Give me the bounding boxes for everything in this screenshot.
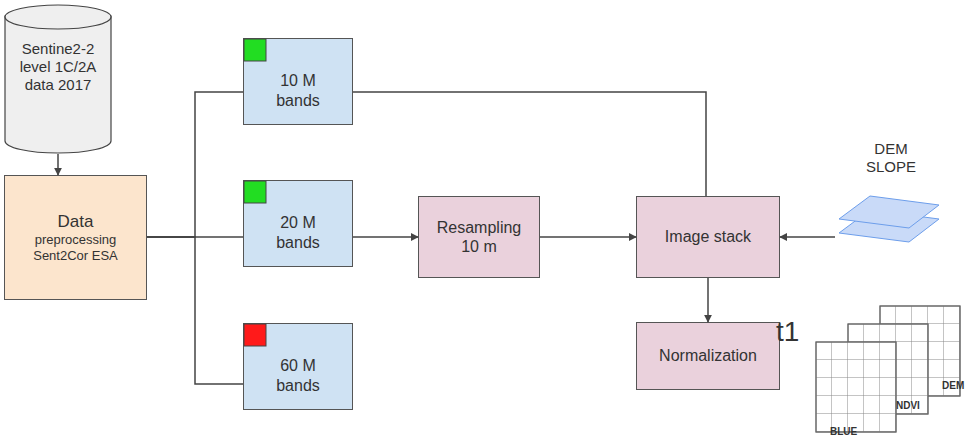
connector-arrow: [353, 236, 418, 238]
process-box: Resampling 10 m: [418, 196, 540, 278]
node-text: 60 M bands: [267, 356, 329, 394]
node-text: Sentine2-2 level 1C/2A data 2017: [12, 40, 104, 94]
band-box: 10 M bands: [243, 38, 353, 125]
node-text: 10 M bands: [267, 71, 329, 109]
band-box: 20 M bands: [243, 180, 353, 267]
raster-grid: [816, 342, 896, 432]
node-text: Normalization: [659, 346, 757, 365]
layer-label: NDVI: [896, 400, 920, 411]
process-box: Datapreprocessing Sent2Cor ESA: [4, 175, 147, 300]
band-box: 60 M bands: [243, 323, 353, 410]
raster-layer: [839, 196, 939, 228]
node-text: Resampling 10 m: [429, 218, 529, 256]
process-box: Normalization: [636, 322, 780, 390]
layer-stack-node: DEM SLOPE: [835, 140, 947, 245]
connector-arrow: [147, 92, 243, 237]
resolution-marker: [244, 324, 266, 346]
connector-arrow: [780, 236, 835, 238]
node-text: preprocessing Sent2Cor ESA: [21, 232, 131, 263]
connector-arrow: [147, 237, 243, 384]
node-text: Data: [58, 212, 94, 232]
node-text: 20 M bands: [267, 213, 329, 251]
connector-arrow: [353, 92, 706, 196]
connector-arrow: [540, 236, 636, 238]
node-text: Image stack: [665, 227, 751, 246]
connector-arrow: [707, 278, 709, 322]
resolution-marker: [244, 39, 266, 61]
grid-back: [816, 342, 896, 432]
connector-arrow: [57, 154, 59, 175]
layer-label: BLUE: [830, 426, 857, 437]
resolution-marker: [244, 181, 266, 203]
time-label: t1: [776, 316, 799, 348]
cylinder-top: [5, 5, 111, 29]
cylinder-body: [5, 16, 111, 153]
node-text: DEM SLOPE: [861, 140, 921, 176]
process-box: Image stack: [636, 196, 780, 278]
grid-cells: [816, 342, 896, 432]
database-cylinder: Sentine2-2 level 1C/2A data 2017: [4, 4, 112, 154]
layer-label: DEM: [942, 380, 964, 391]
